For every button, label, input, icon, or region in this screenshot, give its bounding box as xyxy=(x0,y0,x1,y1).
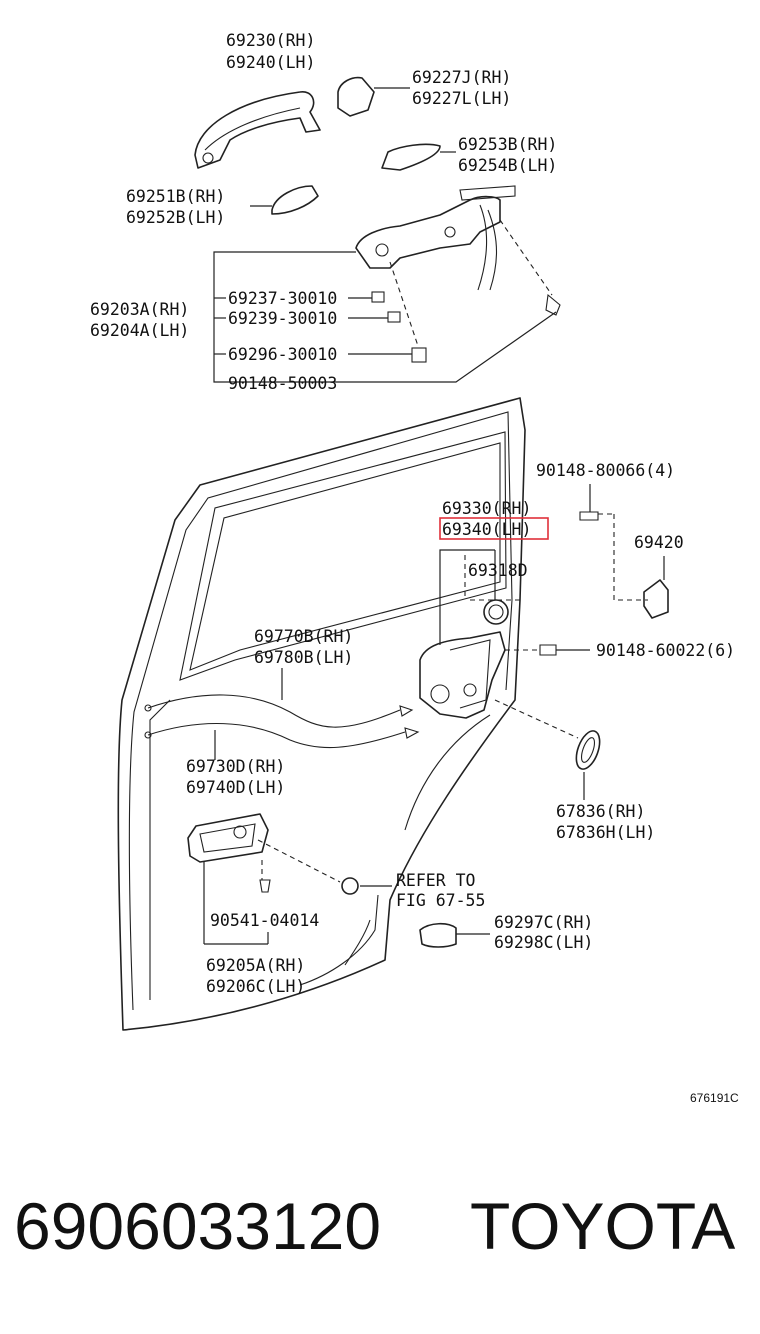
handle-frame xyxy=(355,185,516,291)
label-67836h-lh: 67836H(LH) xyxy=(556,823,655,842)
handle-pad-lower xyxy=(250,185,319,215)
label-69206c-lh: 69206C(LH) xyxy=(206,977,305,996)
label-69254b-lh: 69254B(LH) xyxy=(458,156,557,175)
label-67836-rh: 67836(RH) xyxy=(556,802,645,821)
label-90148-50003: 90148-50003 xyxy=(228,374,337,393)
label-69203a-rh: 69203A(RH) xyxy=(90,300,189,319)
grommet xyxy=(494,699,601,800)
label-69298c-lh: 69298C(LH) xyxy=(494,933,593,952)
handle-cap xyxy=(337,76,410,117)
label-69230-rh: 69230(RH) xyxy=(226,31,315,50)
inside-handle xyxy=(187,813,392,945)
label-69420: 69420 xyxy=(634,533,684,552)
label-fig-67-55: FIG 67-55 xyxy=(396,891,485,910)
inside-handle-cap xyxy=(419,922,490,948)
label-69340-lh: 69340(LH) xyxy=(442,520,531,539)
label-69205a-rh: 69205A(RH) xyxy=(206,956,305,975)
label-69330-rh: 69330(RH) xyxy=(442,499,531,518)
label-69297c-rh: 69297C(RH) xyxy=(494,913,593,932)
label-69251b-rh: 69251B(RH) xyxy=(126,187,225,206)
handle-pad-upper xyxy=(381,143,456,171)
label-69740d-lh: 69740D(LH) xyxy=(186,778,285,797)
striker-parts xyxy=(505,484,669,656)
label-90148-80066: 90148-80066(4) xyxy=(536,461,675,480)
label-69239-30010: 69239-30010 xyxy=(228,309,337,328)
label-69252b-lh: 69252B(LH) xyxy=(126,208,225,227)
leaders-handle-group xyxy=(213,219,557,383)
label-69780b-lh: 69780B(LH) xyxy=(254,648,353,667)
label-69318d: 69318D xyxy=(468,561,528,580)
label-69296-30010: 69296-30010 xyxy=(228,345,337,364)
label-69253b-rh: 69253B(RH) xyxy=(458,135,557,154)
label-69237-30010: 69237-30010 xyxy=(228,289,337,308)
label-69770b-rh: 69770B(RH) xyxy=(254,627,353,646)
label-69204a-lh: 69204A(LH) xyxy=(90,321,189,340)
highlight-69340-lh xyxy=(439,517,549,540)
brand-name: TOYOTA xyxy=(470,1189,736,1263)
label-90541-04014: 90541-04014 xyxy=(210,911,319,930)
label-69730d-rh: 69730D(RH) xyxy=(186,757,285,776)
footer: 6906033120 TOYOTA xyxy=(0,1188,760,1278)
label-refer-to: REFER TO xyxy=(396,871,475,890)
label-69240-lh: 69240(LH) xyxy=(226,53,315,72)
label-90148-60022: 90148-60022(6) xyxy=(596,641,735,660)
label-69227j-rh: 69227J(RH) xyxy=(412,68,511,87)
part-labels: 69230(RH) 69240(LH) 69227J(RH) 69227L(LH… xyxy=(90,31,739,1105)
bolts-handle xyxy=(371,291,561,363)
control-cables xyxy=(144,668,420,760)
outside-handle xyxy=(194,91,321,169)
door-lock-assembly xyxy=(419,549,520,719)
label-69227l-lh: 69227L(LH) xyxy=(412,89,511,108)
figure-code: 676191C xyxy=(690,1091,739,1105)
door-frame xyxy=(117,397,526,1031)
part-number: 6906033120 xyxy=(14,1189,382,1263)
